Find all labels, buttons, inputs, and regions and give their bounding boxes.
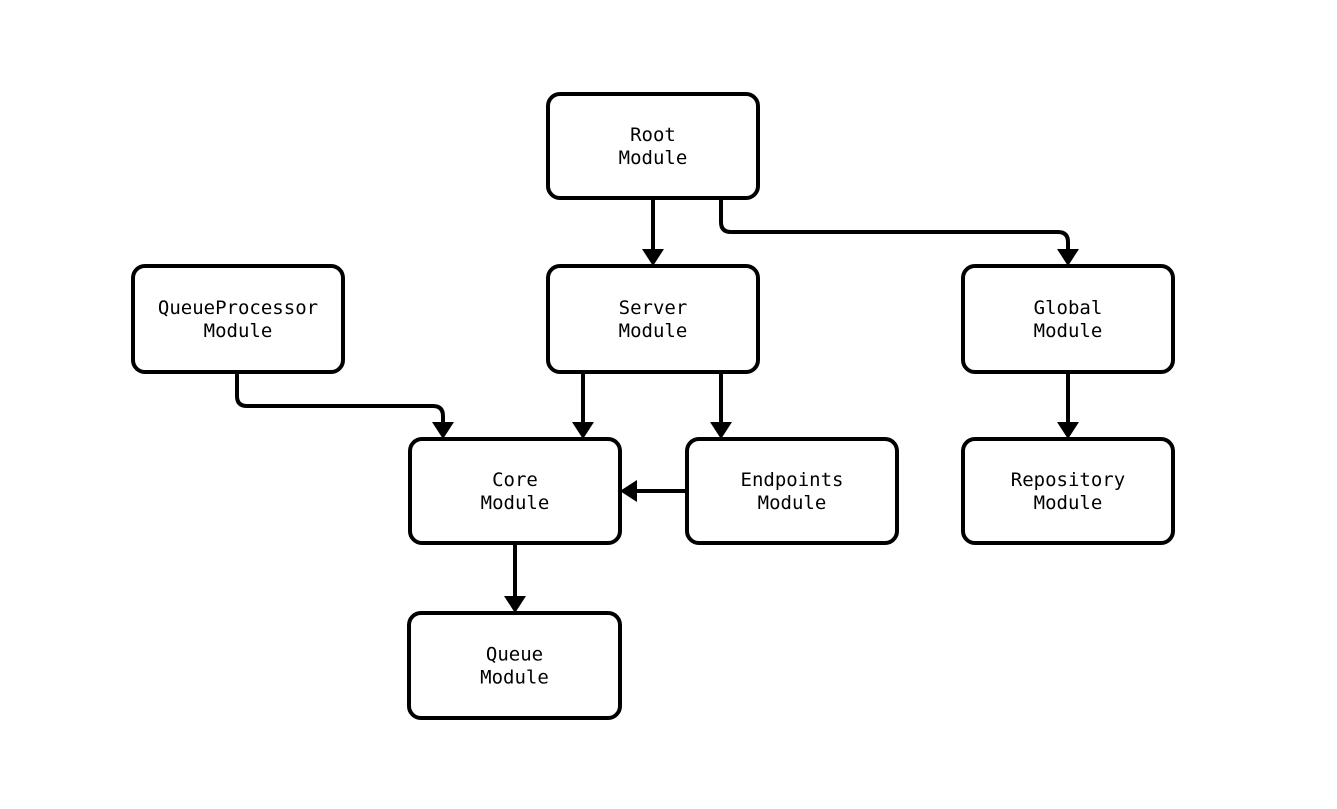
node-label-line2: Module bbox=[480, 666, 549, 688]
node-box[interactable] bbox=[685, 437, 899, 545]
edge-root-to-server bbox=[642, 198, 664, 266]
edge-line bbox=[719, 198, 1070, 249]
edge-line bbox=[235, 372, 445, 422]
node-label-line2: Module bbox=[619, 320, 688, 342]
node-label-line2: Module bbox=[1034, 320, 1103, 342]
edge-root-to-global bbox=[719, 198, 1079, 266]
arrowhead-icon bbox=[710, 422, 732, 439]
edge-server-to-core bbox=[572, 372, 594, 439]
node-label-line2: Module bbox=[204, 320, 273, 342]
node-label-line1: Repository bbox=[1011, 469, 1125, 491]
node-label-line1: Queue bbox=[486, 643, 543, 665]
edge-server-to-endpoints bbox=[710, 372, 732, 439]
node-label-line1: Global bbox=[1034, 297, 1103, 319]
node-box[interactable] bbox=[961, 437, 1175, 545]
node-label-line1: Server bbox=[619, 297, 688, 319]
arrowhead-icon bbox=[1057, 422, 1079, 439]
arrowhead-icon bbox=[642, 249, 664, 266]
node-box[interactable] bbox=[546, 92, 760, 200]
node-label-line2: Module bbox=[619, 147, 688, 169]
node-box[interactable] bbox=[131, 264, 345, 374]
arrowhead-icon bbox=[572, 422, 594, 439]
node-box[interactable] bbox=[407, 611, 622, 720]
node-label-line2: Module bbox=[481, 492, 550, 514]
node-box[interactable] bbox=[546, 264, 760, 374]
edge-endpoints-to-core bbox=[620, 480, 687, 502]
arrowhead-icon bbox=[504, 596, 526, 613]
arrowhead-icon bbox=[432, 422, 454, 439]
node-label-line1: Root bbox=[630, 124, 676, 146]
arrowhead-icon bbox=[1057, 249, 1079, 266]
node-label-line1: QueueProcessor bbox=[158, 297, 318, 319]
arrowhead-icon bbox=[620, 480, 637, 502]
edge-queueprocessor-to-core bbox=[235, 372, 454, 439]
node-box[interactable] bbox=[961, 264, 1175, 374]
node-box[interactable] bbox=[408, 437, 622, 545]
node-label-line1: Core bbox=[492, 469, 538, 491]
node-label-line1: Endpoints bbox=[741, 469, 844, 491]
edges-layer bbox=[235, 198, 1079, 613]
edge-global-to-repository bbox=[1057, 372, 1079, 439]
node-label-line2: Module bbox=[758, 492, 827, 514]
edge-core-to-queue bbox=[504, 543, 526, 613]
node-label-line2: Module bbox=[1034, 492, 1103, 514]
